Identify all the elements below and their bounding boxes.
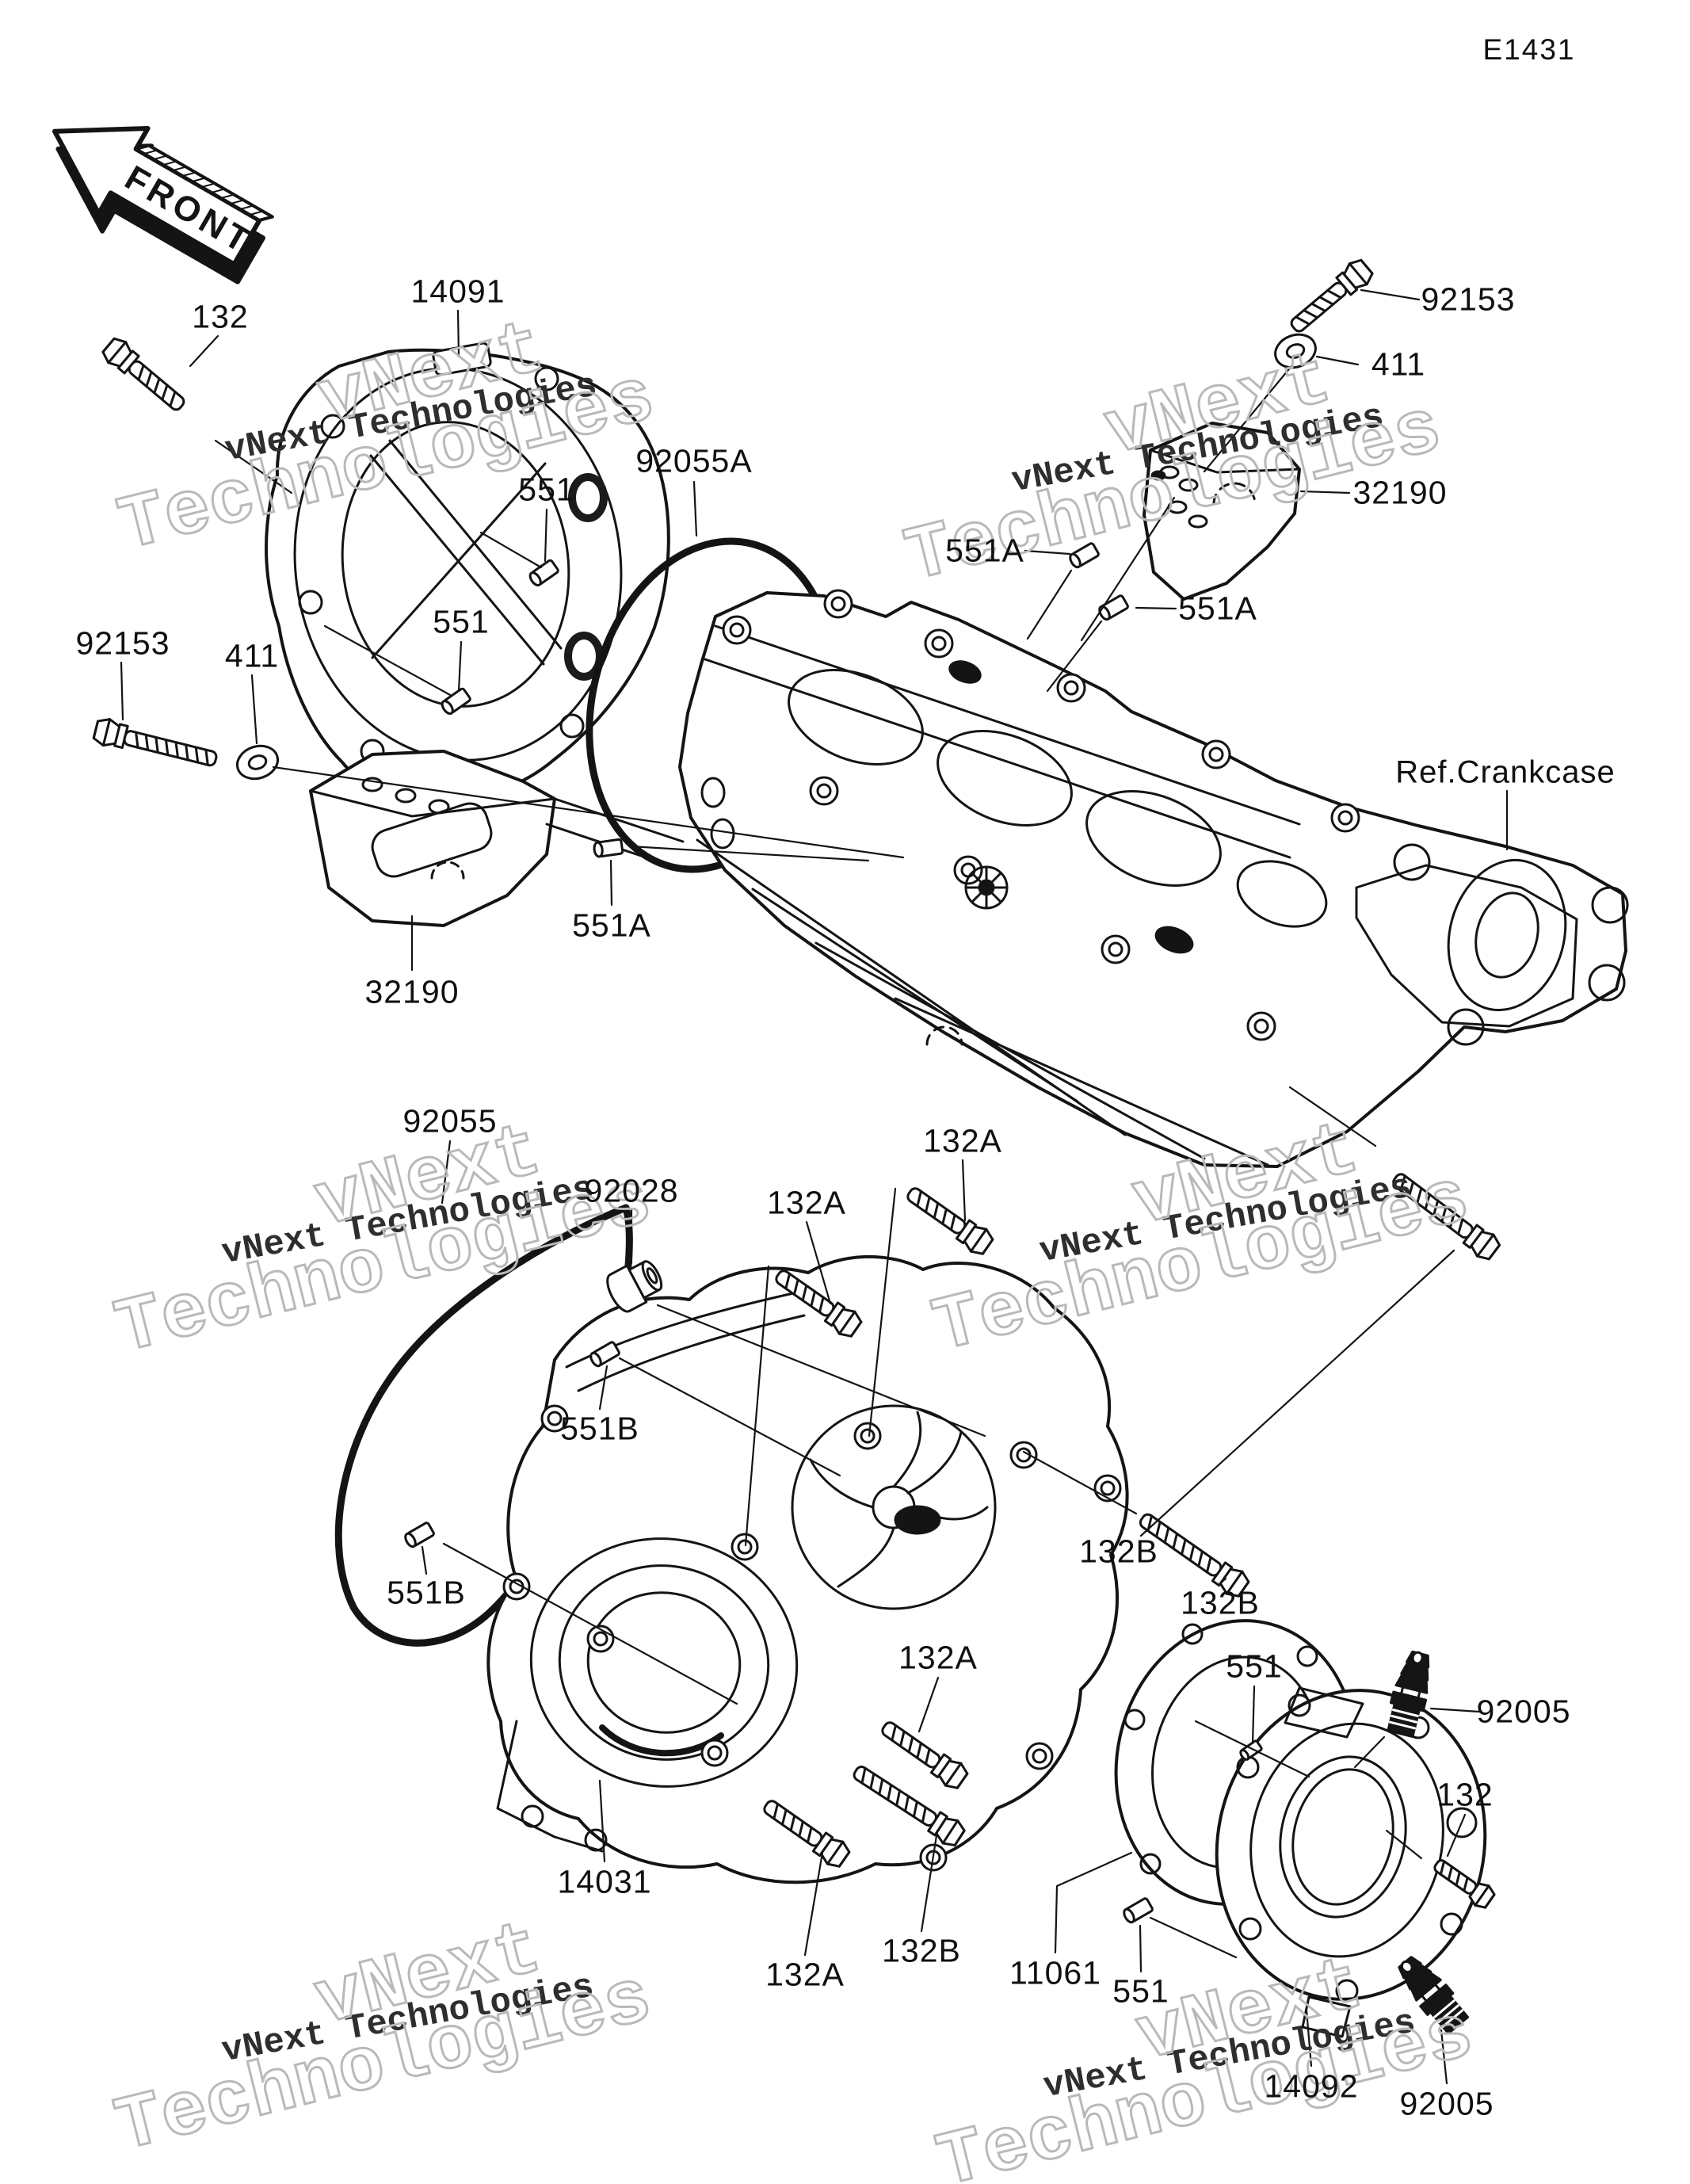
part-callout-411: 411 — [1371, 346, 1426, 383]
part-callout-551A: 551A — [945, 532, 1024, 569]
spline-shaft-end — [966, 867, 1007, 908]
part-callout-92005: 92005 — [1476, 1693, 1571, 1730]
part-callout-92028: 92028 — [584, 1172, 679, 1209]
part-callout-132B: 132B — [1181, 1584, 1260, 1621]
part-callout-92153: 92153 — [75, 624, 170, 662]
part-callout-551B: 551B — [387, 1574, 466, 1611]
ref-crankcase-label: Ref.Crankcase — [1395, 754, 1616, 790]
part-callout-92055: 92055 — [402, 1102, 498, 1140]
leader-lines — [121, 290, 1507, 2083]
part-callout-14092: 14092 — [1264, 2068, 1359, 2105]
part-callout-92055A: 92055A — [635, 442, 753, 479]
part-callout-32190: 32190 — [364, 973, 460, 1010]
part-callout-92005: 92005 — [1399, 2085, 1494, 2122]
bushing-92028 — [602, 1254, 667, 1315]
part-callout-132A: 132A — [765, 1956, 845, 1993]
water-pump-impeller — [792, 1406, 995, 1609]
part-callout-132B: 132B — [882, 1932, 961, 1969]
part-callout-132: 132 — [192, 298, 249, 335]
part-callout-132A: 132A — [923, 1122, 1002, 1159]
part-callout-551: 551 — [1112, 1972, 1169, 2010]
part-callout-14031: 14031 — [557, 1863, 652, 1900]
part-callout-551B: 551B — [560, 1410, 639, 1447]
bracket-32190-left — [311, 751, 683, 926]
part-callout-32190: 32190 — [1352, 474, 1448, 511]
part-callout-11061: 11061 — [1009, 1954, 1101, 1991]
part-callout-132A: 132A — [898, 1639, 978, 1676]
crankcase — [680, 589, 1627, 1166]
part-callout-14091: 14091 — [410, 273, 505, 310]
cover-14031 — [488, 1257, 1127, 1882]
part-callout-551A: 551A — [572, 907, 651, 944]
part-callout-551: 551 — [1226, 1648, 1283, 1685]
part-callout-92153: 92153 — [1421, 281, 1516, 318]
part-callout-551A: 551A — [1178, 590, 1257, 627]
bracket-32190-right — [1144, 423, 1299, 599]
part-callout-551: 551 — [433, 603, 490, 640]
diagram-code: E1431 — [1482, 33, 1576, 66]
part-callout-132: 132 — [1436, 1776, 1494, 1813]
part-callout-411: 411 — [224, 637, 280, 674]
part-callout-132A: 132A — [767, 1184, 846, 1221]
part-callout-551: 551 — [518, 471, 575, 508]
part-callout-132B: 132B — [1079, 1533, 1158, 1570]
cover-14092 — [1188, 1665, 1513, 2037]
cover-14091 — [266, 342, 669, 797]
